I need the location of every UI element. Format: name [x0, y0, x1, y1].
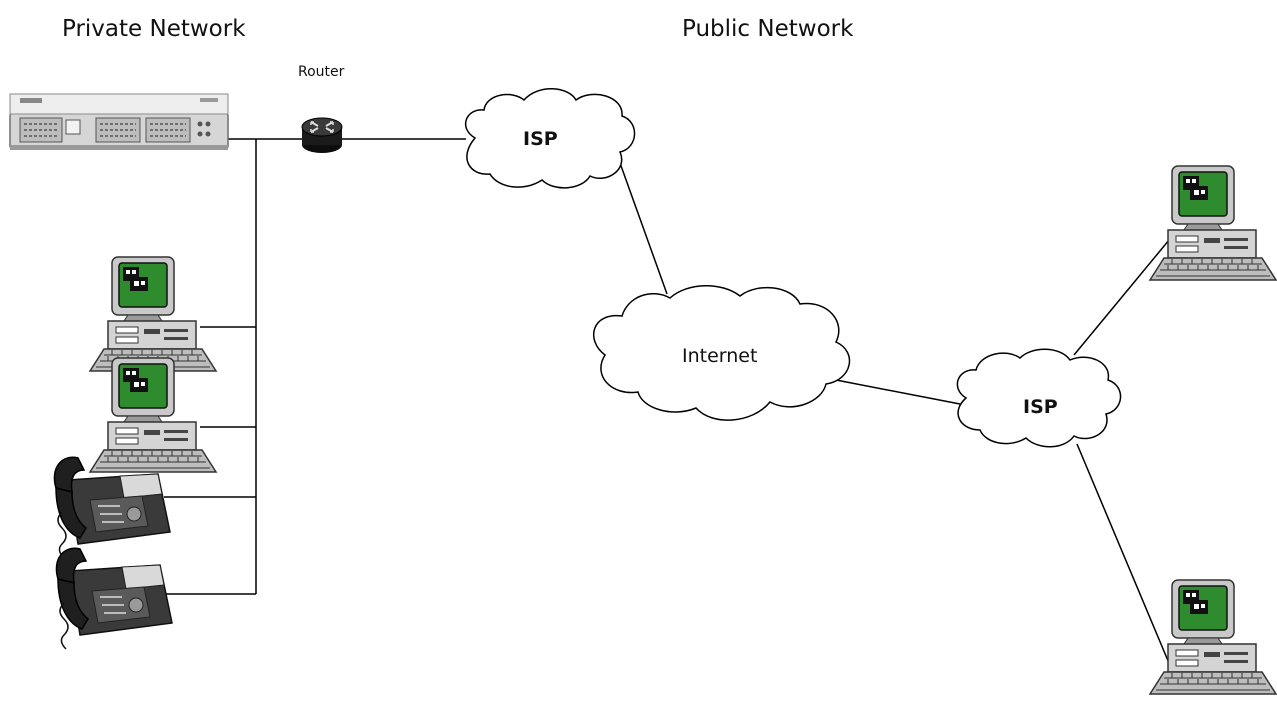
private-network-title: Private Network: [62, 16, 246, 42]
cloud-icon: [592, 285, 851, 421]
isp-right-label: ISP: [1023, 396, 1058, 418]
connection-lines: [162, 138, 1175, 676]
ip-phone-icon: [55, 547, 173, 650]
link-isp-remote-pc2: [1076, 443, 1175, 676]
cloud-isp-top: [464, 88, 636, 189]
link-isp-internet: [619, 162, 668, 295]
computer-icon: [1149, 579, 1277, 695]
public-network-title: Public Network: [682, 16, 854, 42]
router-icon: [301, 117, 343, 153]
cloud-icon: [956, 348, 1122, 448]
internet-label: Internet: [682, 345, 758, 367]
computer-icon: [89, 256, 217, 372]
computer-icon: [89, 357, 217, 473]
cloud-internet: [592, 285, 851, 421]
router-label: Router: [298, 64, 345, 80]
cloud-icon: [464, 88, 636, 189]
cloud-isp-right: [956, 348, 1122, 448]
pbx-system-icon: [9, 93, 229, 150]
link-isp-remote-pc1: [1073, 233, 1175, 356]
link-internet-isp: [835, 379, 961, 405]
isp-top-label: ISP: [523, 128, 558, 150]
computer-icon: [1149, 165, 1277, 281]
